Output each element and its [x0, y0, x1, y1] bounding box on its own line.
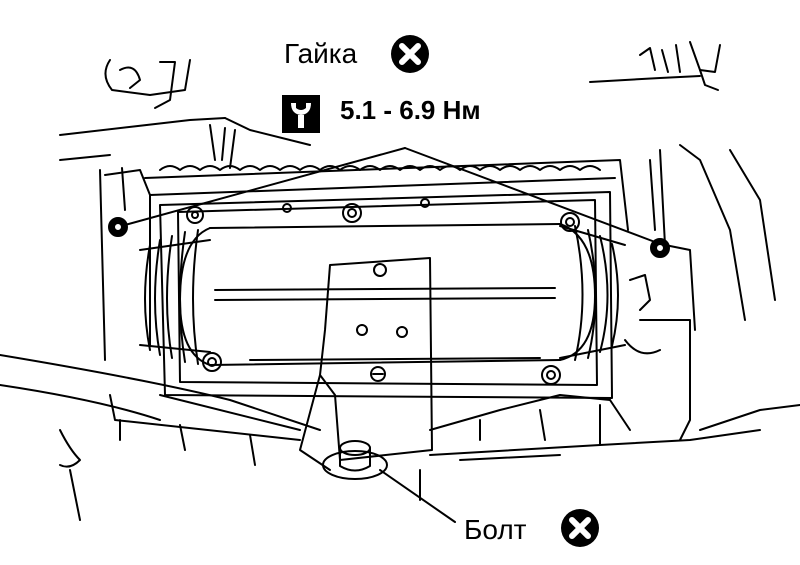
- dashboard-outline: [59, 41, 721, 169]
- torque-wrench-icon: [282, 95, 320, 133]
- circle-x-icon: [561, 509, 599, 547]
- bolt-label: Болт: [464, 514, 527, 545]
- torque-spec: 5.1 - 6.9 Нм: [340, 95, 481, 125]
- bolt: [322, 440, 456, 523]
- nut-leader-lines: [124, 147, 656, 243]
- mounting-bracket: [299, 257, 433, 471]
- circle-x-icon: [391, 35, 429, 73]
- lower-structure: [0, 354, 800, 521]
- side-structures: [99, 144, 776, 441]
- airbag-module: [108, 159, 670, 399]
- nut-label: Гайка: [284, 38, 358, 69]
